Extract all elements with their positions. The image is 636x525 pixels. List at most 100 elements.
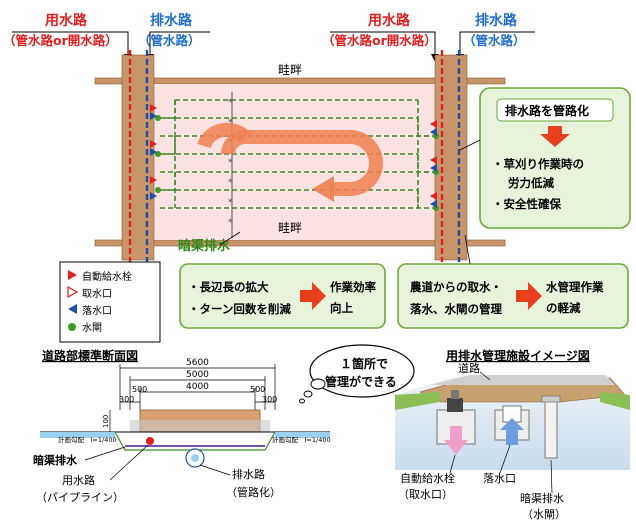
dim-500-left: 500 (132, 385, 147, 394)
inflow-arrow-icon (444, 426, 468, 455)
dim-300-right: 300 (262, 395, 277, 404)
auto-valve-box (436, 390, 476, 455)
outline-triangle-icon (67, 285, 79, 299)
red-triangle-icon (68, 270, 77, 280)
drain-pipe-core (191, 454, 199, 462)
dim-500-right: 500 (250, 385, 265, 394)
management-box-leader (464, 234, 471, 265)
water-right (275, 432, 330, 438)
right-drain-sub: （管水路） (463, 33, 526, 48)
svg-text:*: * (228, 198, 233, 208)
road-base (130, 420, 270, 432)
road-top (430, 375, 615, 385)
section-drain-leader (199, 464, 231, 476)
gate-label: 暗渠排水 (520, 491, 564, 505)
road-label: 道路 (458, 361, 480, 375)
underdrain-label: 暗渠排水 (178, 238, 231, 254)
uturn-arrow (245, 130, 383, 196)
svg-text:*: * (228, 158, 233, 168)
management-line1: 農道からの取水・ (410, 280, 502, 294)
pipeline-item2: ・安全性確保 (492, 197, 561, 211)
road-leader (479, 371, 491, 381)
ridge-top-label: 畦畔 (278, 63, 302, 77)
outlet-leader (499, 444, 511, 474)
legend-label: 水閘 (82, 322, 102, 334)
section-drain-sub: （管路化） (226, 485, 281, 499)
right-bank (434, 54, 468, 261)
underdrain-leader (219, 231, 241, 246)
outflow-arrow-icon (500, 418, 524, 445)
outlet-label: 落水口 (483, 472, 516, 485)
right-arrow-icon (516, 282, 542, 310)
valve-leader (449, 454, 456, 474)
section-dimensions (119, 364, 276, 410)
left-bank (121, 54, 155, 261)
legend-label: 取水口 (82, 288, 112, 300)
right-supply-sub: （管水路or開水路） (322, 33, 437, 48)
svg-text:*: * (228, 98, 233, 108)
valve-markers-left (150, 104, 157, 200)
management-result2: の軽減 (546, 301, 581, 315)
management-line2: 落水、水閘の管理 (410, 302, 502, 316)
right-drain-label: 排水路 (475, 12, 518, 29)
efficiency-box: ・長辺長の拡大 ・ターン回数を削減 作業効率 向上 (179, 263, 386, 329)
supply-pipe-section (146, 437, 154, 445)
legend-box: 自動給水栓 取水口 落水口 水閘 (59, 261, 161, 343)
management-result1: 水管理作業 (546, 280, 604, 294)
section-title: 道路部標準断面図 (42, 348, 138, 363)
left-supply-label: 用水路 (45, 12, 88, 29)
dim-total: 5600 (186, 358, 209, 368)
section-underdrain-label: 暗渠排水 (33, 453, 78, 467)
trench-outline (114, 431, 276, 451)
section-supply-sub: （パイプライン） (36, 491, 124, 504)
down-arrow-icon (540, 126, 570, 147)
speech-bubble: １箇所で 管理ができる (299, 344, 415, 404)
gate-leader (550, 459, 553, 494)
pipeline-item1b: 労力低減 (508, 176, 554, 190)
blue-triangle-icon (68, 304, 77, 314)
efficiency-line2: ・ターン回数を削減 (188, 302, 291, 316)
outlet-box (494, 405, 530, 445)
svg-text:*: * (228, 218, 233, 228)
dim-4000: 4000 (186, 382, 209, 392)
gate-pipe (541, 395, 561, 459)
left-drain-label: 排水路 (150, 12, 193, 29)
bubble-line1: １箇所で (340, 356, 388, 371)
right-arrow-icon (300, 282, 326, 310)
slope-left: 計画勾配 I=1/400 (58, 435, 117, 444)
efficiency-result1: 作業効率 (330, 280, 376, 294)
bank-right (600, 392, 630, 410)
dim-5000: 5000 (186, 370, 209, 380)
pipeline-benefit-box: 排水路を管路化 ・草刈り作業時の 労力低減 ・安全性確保 (479, 87, 631, 229)
pipeline-title: 排水路を管路化 (505, 103, 589, 118)
pipeline-item1: ・草刈り作業時の (492, 157, 584, 171)
image-fig-title: 用排水管理施設イメージ図 (445, 348, 590, 363)
section-drain-label: 排水路 (232, 467, 265, 481)
water-left (40, 432, 115, 438)
paddy-field (150, 84, 435, 240)
valve-markers-right (430, 120, 437, 208)
svg-text:*: * (228, 178, 233, 188)
gate-sub: （水閘） (522, 508, 566, 521)
section-underdrain-leader (84, 446, 126, 461)
valve-label: 自動給水栓 (400, 471, 455, 485)
efficiency-result2: 向上 (330, 301, 353, 315)
left-supply-sub: （管水路or開水路） (3, 33, 118, 48)
legend-label: 自動給水栓 (82, 270, 132, 283)
valve-sub: （取水口） (398, 488, 453, 501)
section-supply-leader (109, 444, 149, 481)
bank-left (395, 392, 440, 410)
bubble-line2: 管理ができる (325, 374, 397, 389)
side-dim: 100 (102, 415, 110, 428)
uturn-arrow-head (312, 176, 334, 202)
dim-300-left: 300 (119, 395, 134, 404)
water-management-box: 農道からの取水・ 落水、水閘の管理 水管理作業 の軽減 (397, 263, 629, 329)
ridge-bottom-label: 畦畔 (278, 221, 302, 235)
left-drain-sub: （管水路） (138, 33, 201, 48)
legend-label: 落水口 (82, 305, 112, 317)
efficiency-line1: ・長辺長の拡大 (188, 280, 269, 294)
uturn-arrow-tail (197, 122, 250, 149)
slope-right: 計画勾配 I=1/400 (272, 435, 331, 444)
green-circle-icon (68, 323, 76, 331)
